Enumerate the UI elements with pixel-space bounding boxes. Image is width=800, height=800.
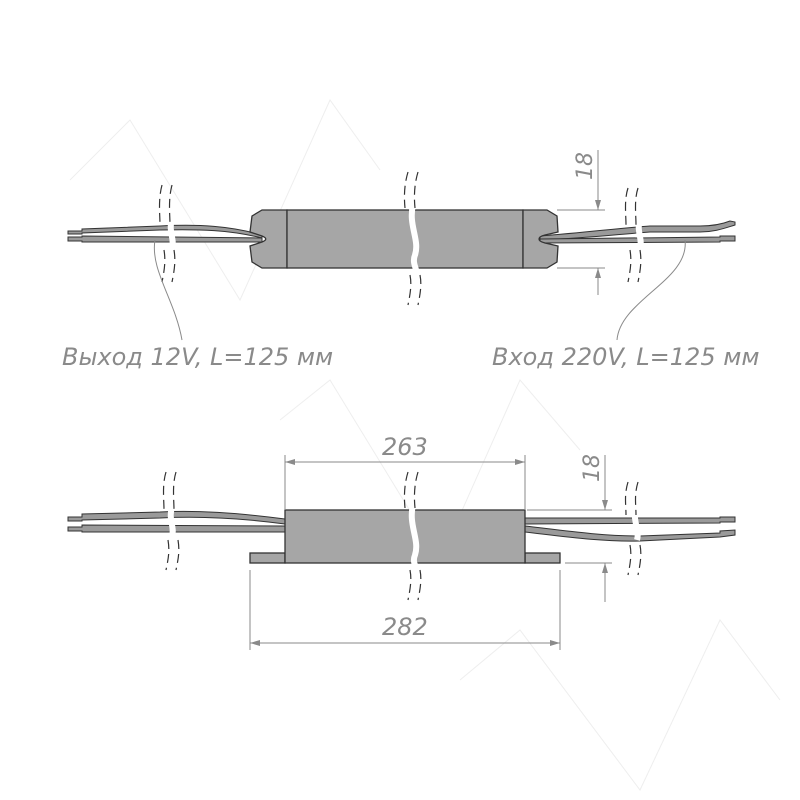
- input-label: Вход 220V, L=125 мм: [492, 343, 759, 371]
- length-dimension-282: 282: [249, 570, 561, 650]
- height-dimension-top: 18: [557, 150, 605, 295]
- left-wires: [67, 224, 263, 243]
- left-flange: [249, 552, 286, 564]
- side-break-marks: [162, 471, 642, 601]
- output-label: Выход 12V, L=125 мм: [62, 343, 333, 371]
- top-left-cap: [249, 209, 288, 269]
- height-value: 18: [573, 152, 598, 180]
- side-height-value: 18: [580, 454, 605, 482]
- side-view: 263 282 18: [67, 433, 736, 650]
- height-dimension-side: 18: [527, 454, 612, 602]
- top-body: [286, 209, 524, 269]
- length-dimension-263: 263: [284, 433, 526, 510]
- side-left-wires: [67, 510, 286, 533]
- top-view: 18 Выход 12V, L=125 мм Вход 220V, L=125 …: [62, 150, 759, 371]
- input-leader: [616, 239, 686, 341]
- break-marks: [158, 171, 642, 306]
- overall-length-value: 282: [382, 613, 428, 641]
- side-body: [284, 509, 526, 564]
- body-length-value: 263: [382, 433, 428, 461]
- break-gap: [408, 204, 420, 274]
- top-right-cap: [522, 209, 559, 269]
- right-flange: [524, 552, 561, 564]
- output-leader: [153, 239, 183, 341]
- side-right-wires: [524, 516, 736, 542]
